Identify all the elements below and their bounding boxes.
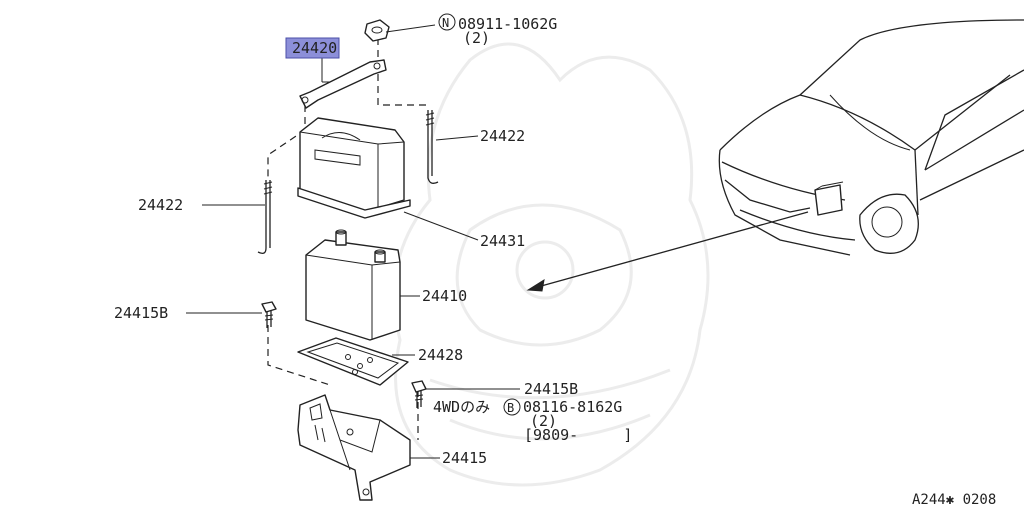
battery — [305, 229, 401, 341]
callout-nut-quantity: (2) — [463, 29, 490, 47]
callout-24415b-left[interactable]: 24415B — [114, 304, 168, 322]
callout-date-range: [9809- ] — [524, 426, 632, 444]
callout-24420[interactable]: 24420 — [292, 39, 337, 57]
bolt-left — [261, 301, 277, 328]
callout-24422-right[interactable]: 24422 — [480, 127, 525, 145]
bolt-right — [411, 380, 427, 408]
b-badge-letter: B — [507, 401, 514, 415]
highlight-box — [285, 37, 340, 59]
battery-holder-frame — [299, 59, 387, 109]
assembly-guides — [267, 38, 428, 440]
nut-part — [364, 19, 390, 42]
callout-24428[interactable]: 24428 — [418, 346, 463, 364]
car-illustration — [718, 19, 1024, 256]
callout-24415b-right[interactable]: 24415B — [524, 380, 578, 398]
hook-rod-right — [425, 110, 439, 184]
b-badge-icon — [503, 398, 521, 416]
n-badge-letter: N — [442, 16, 449, 30]
callout-labels: 24420 N 08911-1062G (2) 24422 24422 2443… — [114, 13, 996, 508]
callout-24415[interactable]: 24415 — [442, 449, 487, 467]
battery-cover — [297, 117, 411, 219]
n-badge-icon — [438, 13, 456, 31]
figure-code: A244✱ 0208 — [912, 492, 996, 508]
battery-tray-pad — [297, 337, 409, 386]
leader-lines — [186, 24, 520, 459]
callout-bolt-quantity: (2) — [530, 412, 557, 430]
battery-support-bracket — [297, 394, 411, 501]
callout-24410[interactable]: 24410 — [422, 287, 467, 305]
callout-24422-left[interactable]: 24422 — [138, 196, 183, 214]
hook-rod-left — [257, 180, 273, 254]
callout-nut-part-number[interactable]: 08911-1062G — [458, 15, 557, 33]
callout-bolt-part-number[interactable]: 08116-8162G — [523, 398, 622, 416]
callout-24431[interactable]: 24431 — [480, 232, 525, 250]
location-arrow — [526, 211, 809, 292]
callout-4wd-note: 4WDのみ — [433, 398, 490, 416]
